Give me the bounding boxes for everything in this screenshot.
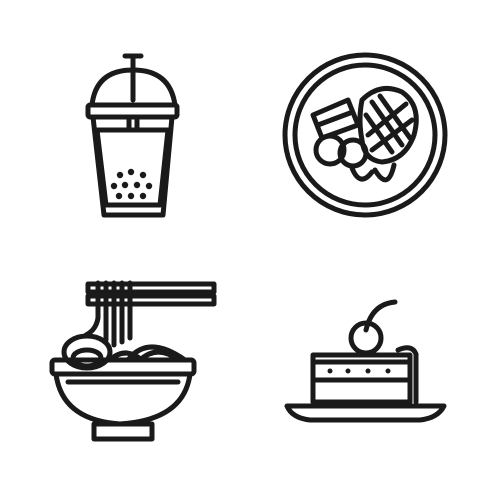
- bubble-tea-icon: [85, 53, 180, 218]
- noodle-bowl-icon: [49, 280, 217, 442]
- cake-slice-icon: [284, 299, 447, 423]
- plated-meal-icon: [282, 52, 448, 218]
